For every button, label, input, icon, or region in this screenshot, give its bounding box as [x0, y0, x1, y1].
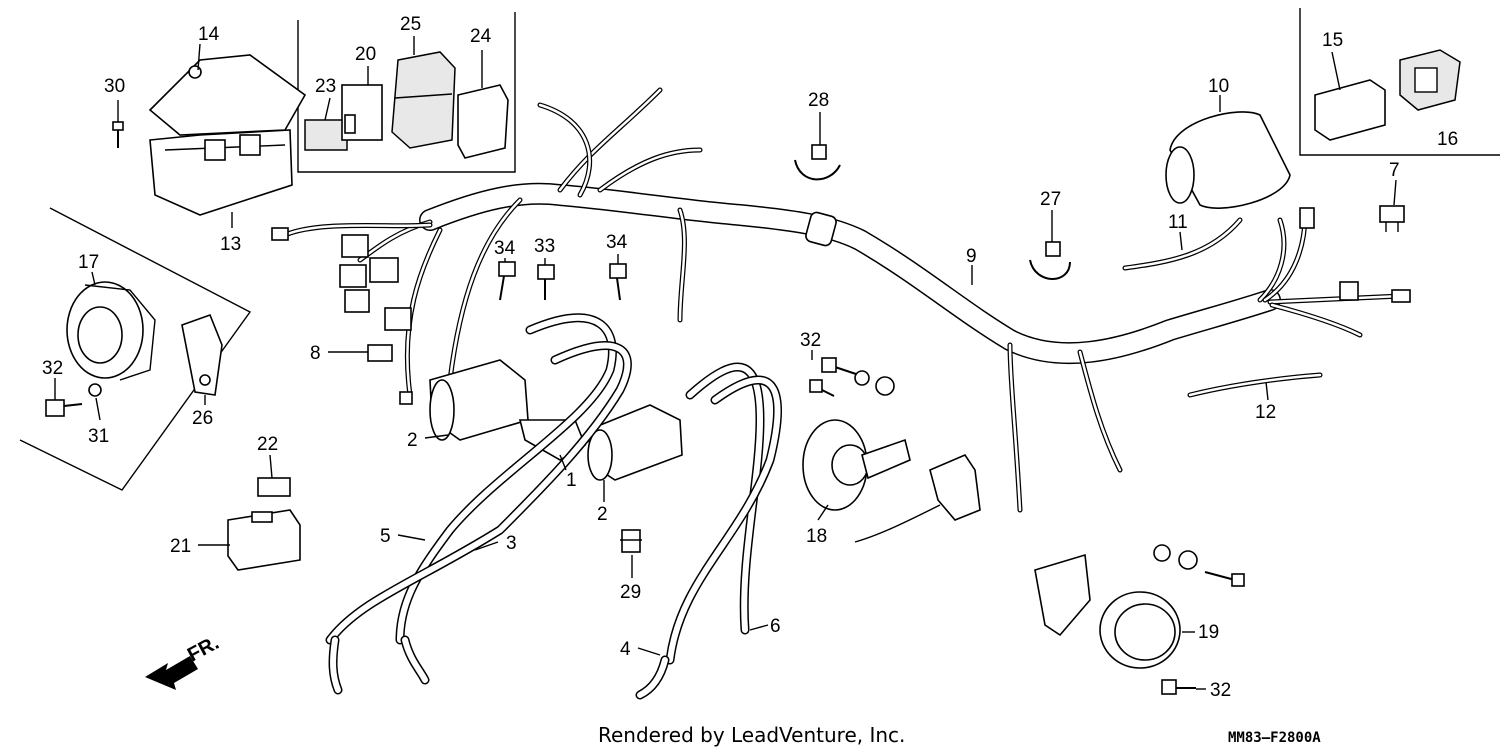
bolt-30 [112, 121, 124, 148]
callout-8: 8 [310, 343, 321, 364]
callout-31: 31 [88, 426, 109, 447]
main-wire-harness [282, 87, 1411, 513]
callout-26: 26 [192, 408, 213, 429]
callout-2b: 2 [597, 504, 608, 525]
callout-23: 23 [315, 76, 336, 97]
connector-16 [1399, 49, 1461, 111]
callout-6: 6 [770, 616, 781, 637]
callout-34b: 34 [606, 232, 628, 253]
leader-lines [54, 36, 1397, 690]
callout-32c: 32 [1210, 680, 1231, 701]
callout-18: 18 [806, 526, 827, 547]
callout-7: 7 [1389, 160, 1400, 181]
callout-19: 19 [1198, 622, 1219, 643]
connector-7 [1379, 205, 1405, 232]
callout-24: 24 [470, 26, 492, 47]
callout-11: 11 [1168, 212, 1188, 233]
callout-17: 17 [78, 252, 99, 273]
diagram-code: MM83–F2800A [1228, 730, 1321, 746]
relay-25 [391, 51, 456, 149]
callout-3: 3 [506, 533, 517, 554]
sub-harness-12 [1187, 372, 1323, 398]
rubber-cover-10 [1165, 111, 1291, 209]
clip-29 [620, 529, 642, 553]
bracket-26 [181, 313, 223, 396]
plug-cables-left [325, 313, 632, 695]
callout-25: 25 [400, 14, 421, 35]
ignition-coil-left [429, 359, 529, 441]
callout-labels: 1 2 2 3 4 5 6 7 8 9 10 11 12 13 14 15 16… [42, 14, 1458, 701]
callout-9: 9 [966, 246, 977, 267]
top-right-group-frame [1299, 8, 1500, 156]
ignition-coil-right [587, 404, 683, 481]
rendered-by-credit: Rendered by LeadVenture, Inc. [598, 723, 905, 747]
horn-17 [66, 281, 156, 381]
callout-10: 10 [1208, 76, 1229, 97]
callout-29: 29 [620, 582, 641, 603]
callout-27: 27 [1040, 189, 1061, 210]
bolt-34-a [498, 261, 516, 301]
clamp-27 [1029, 241, 1071, 280]
unit-21 [227, 509, 301, 571]
callout-34a: 34 [494, 238, 516, 259]
harness-connectors-left [271, 227, 413, 405]
callout-33: 33 [534, 236, 555, 257]
bolt-34-b [609, 263, 627, 301]
horn-bracket [854, 454, 981, 543]
callout-16: 16 [1437, 129, 1458, 150]
callout-12: 12 [1255, 402, 1276, 423]
callout-2a: 2 [407, 430, 418, 451]
callout-32b: 32 [800, 330, 821, 351]
callout-21: 21 [170, 536, 191, 557]
horn-group-frame [19, 207, 252, 491]
front-direction-arrow: FR. [145, 632, 223, 690]
bolt-32-left [45, 383, 102, 417]
callout-28: 28 [808, 90, 829, 111]
horn-18 [802, 419, 911, 511]
callout-15: 15 [1322, 30, 1343, 51]
relay-20 [341, 84, 383, 141]
connector-8 [367, 344, 393, 362]
callout-32a: 32 [42, 358, 63, 379]
horn-19 [1034, 544, 1245, 695]
unit-15 [1314, 79, 1386, 141]
relay-24 [457, 84, 509, 159]
callout-1: 1 [566, 470, 577, 491]
callout-4: 4 [620, 639, 631, 660]
callout-5: 5 [380, 526, 391, 547]
fuse-box-assembly [148, 54, 307, 216]
relay-23 [304, 119, 348, 151]
part-22 [257, 477, 291, 497]
clamp-28 [794, 144, 841, 181]
horn-18-bolts [809, 357, 895, 397]
plug-cables-right [635, 362, 782, 700]
callout-22: 22 [257, 434, 278, 455]
callout-13: 13 [220, 234, 241, 255]
callout-14: 14 [198, 24, 220, 45]
callout-30: 30 [104, 76, 125, 97]
sub-harness-11 [1122, 217, 1243, 271]
callout-20: 20 [355, 44, 376, 65]
bolt-33 [537, 264, 555, 300]
